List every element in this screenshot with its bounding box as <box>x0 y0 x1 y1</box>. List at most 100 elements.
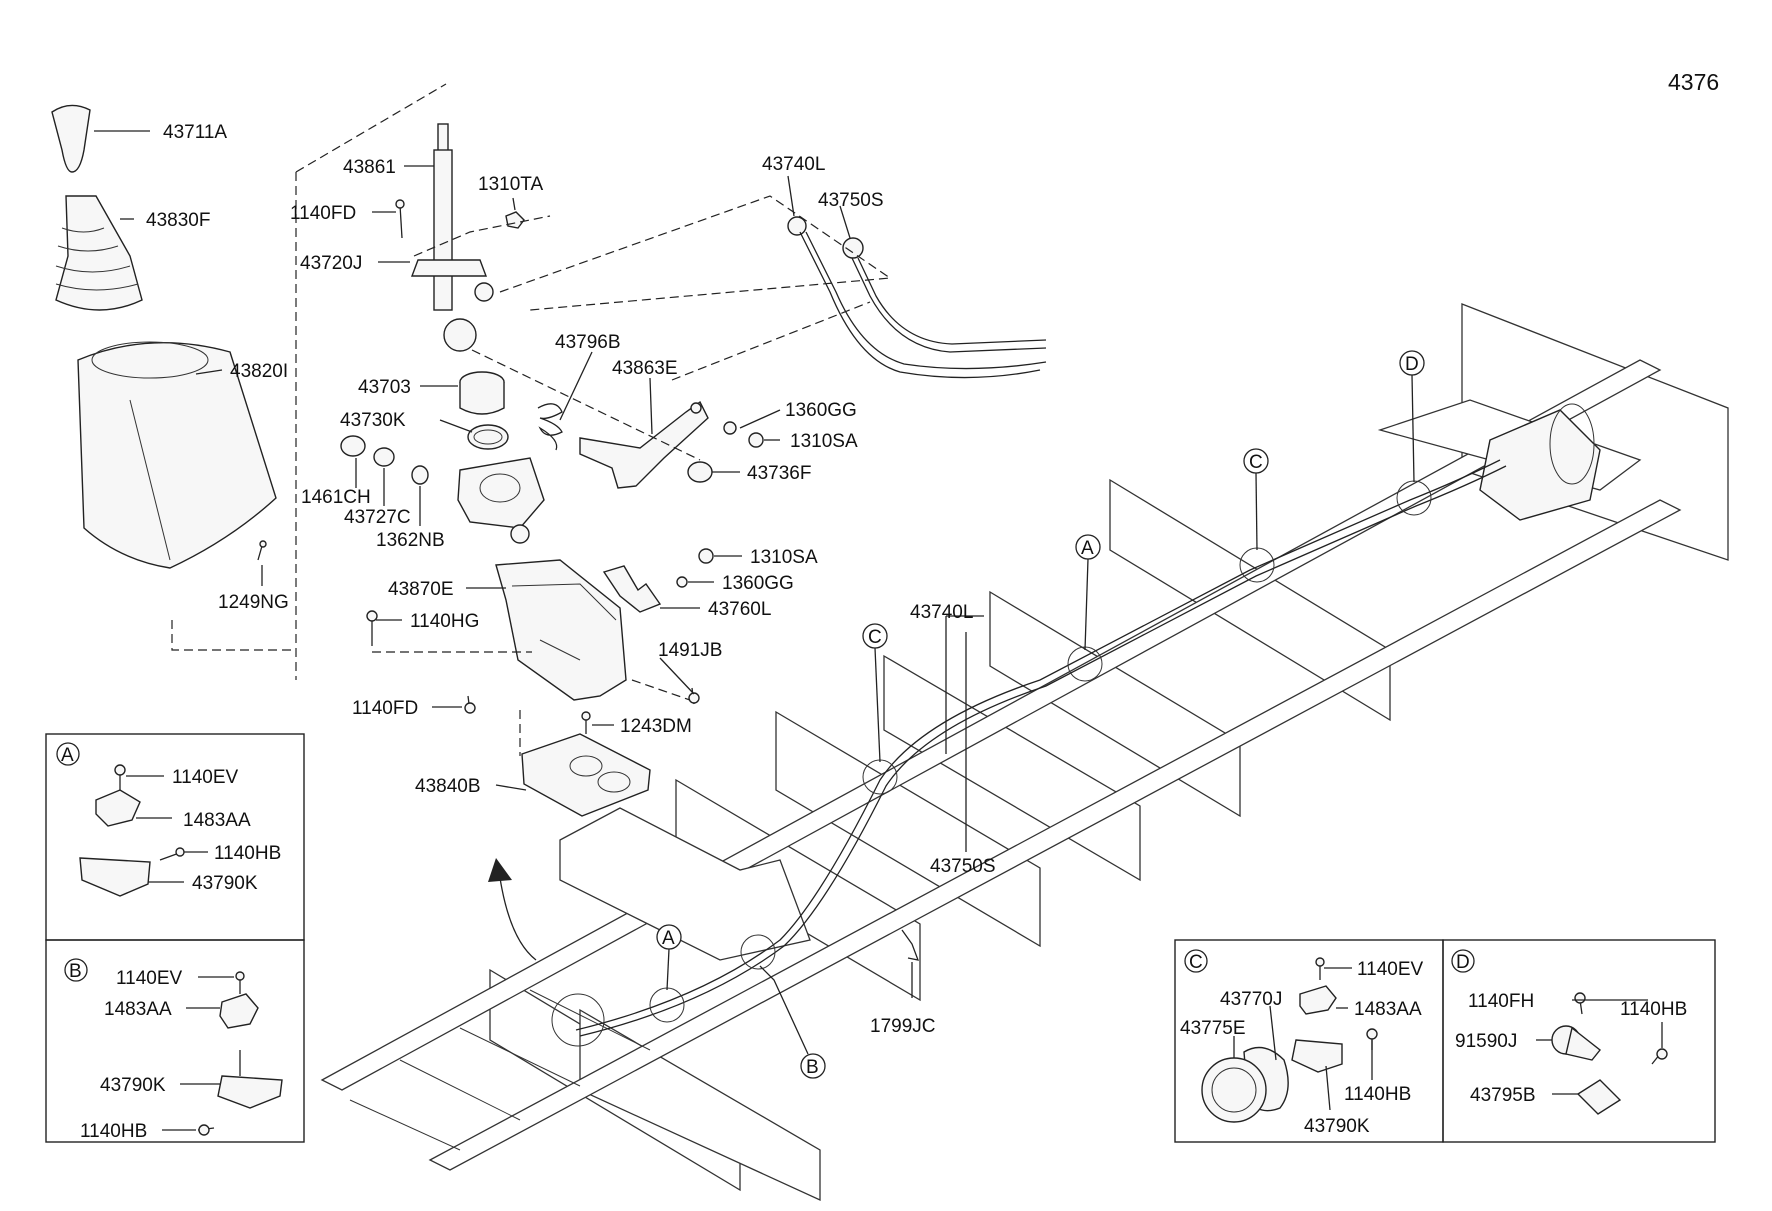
detail-box-b: B 1140EV 1483AA 43790K 1140HB <box>45 939 305 1143</box>
detail-c-label-4: 43775E <box>1180 1018 1246 1039</box>
bolt-1140fd-low <box>464 695 476 714</box>
detail-c-label-3: 1483AA <box>1354 999 1422 1020</box>
detail-c-letter: C <box>1189 952 1203 973</box>
detail-d-label-1: 1140FH <box>1468 991 1534 1012</box>
label-1461ch: 1461CH <box>301 487 371 508</box>
detail-box-a: A 1140EV 1483AA 1140HB 43790K <box>45 733 305 941</box>
label-43750s-chassis: 43750S <box>930 856 996 877</box>
label-43820i: 43820I <box>230 361 288 382</box>
label-43750s-top: 43750S <box>818 190 884 211</box>
label-1140fd-top: 1140FD <box>290 203 356 224</box>
plate-43840b <box>521 733 651 817</box>
nut-1310sa-mid <box>698 548 714 564</box>
shift-knob <box>51 104 91 173</box>
detail-d-letter: D <box>1456 952 1470 973</box>
direction-arrow <box>488 858 537 961</box>
frame-marker-a-mid-letter: A <box>1081 538 1094 559</box>
label-1140hg: 1140HG <box>410 611 479 632</box>
label-1362nb: 1362NB <box>376 530 445 551</box>
label-43740l-chassis: 43740L <box>910 602 973 623</box>
label-1360gg-mid: 1360GG <box>722 573 794 594</box>
label-1249ng: 1249NG <box>218 592 289 613</box>
detail-d-label-4: 43795B <box>1470 1085 1536 1106</box>
frame-marker-c-right: C <box>1243 448 1269 551</box>
frame-marker-b-letter: B <box>806 1057 819 1078</box>
label-1310sa-top: 1310SA <box>790 431 858 452</box>
label-43703: 43703 <box>358 377 411 398</box>
label-43760l: 43760L <box>708 599 771 620</box>
console-cover <box>77 341 277 569</box>
detail-a-label-1: 1140EV <box>172 767 239 788</box>
detail-d-label-3: 91590J <box>1455 1031 1517 1052</box>
bolt-1243dm <box>581 711 591 734</box>
washer-1362nb <box>411 465 429 485</box>
nut-1310ta <box>505 211 525 229</box>
frame-marker-c-left: C <box>862 623 888 763</box>
frame-marker-b: B <box>759 965 826 1079</box>
label-43870e: 43870E <box>388 579 454 600</box>
washer-1360gg-mid <box>676 576 688 588</box>
frame-marker-d: D <box>1399 350 1425 483</box>
label-43796b: 43796B <box>555 332 621 353</box>
detail-c-label-6: 43790K <box>1304 1116 1370 1137</box>
detail-a-label-2: 1483AA <box>183 810 251 831</box>
frame-marker-c-left-letter: C <box>868 627 882 648</box>
detail-b-label-3: 43790K <box>100 1075 166 1096</box>
label-43861: 43861 <box>343 157 396 178</box>
chassis-cables <box>575 459 1507 1037</box>
label-1491jb: 1491JB <box>658 640 722 661</box>
detail-b-letter: B <box>69 961 82 982</box>
label-1360gg-top: 1360GG <box>785 400 857 421</box>
bushing-43703 <box>459 371 505 415</box>
label-1799jc: 1799JC <box>870 1016 936 1037</box>
lever-housing <box>457 457 545 544</box>
label-1243dm: 1243DM <box>620 716 692 737</box>
bracket-43870e <box>495 559 627 701</box>
detail-a-letter: A <box>61 745 74 766</box>
label-43711a: 43711A <box>163 122 227 143</box>
diagram-number: 4376 <box>1668 69 1719 95</box>
label-43736f: 43736F <box>747 463 811 484</box>
detail-a-label-3: 1140HB <box>214 843 281 864</box>
frame-marker-d-letter: D <box>1405 354 1419 375</box>
detail-b-label-1: 1140EV <box>116 968 183 989</box>
washer-1461ch <box>340 435 366 457</box>
screw-1249ng <box>257 540 267 561</box>
detail-b-label-2: 1483AA <box>104 999 172 1020</box>
frame-marker-a-low: A <box>656 924 682 991</box>
detail-box-d: D 1140FH 1140HB 91590J 43795B <box>1442 939 1716 1143</box>
bracket-43760l <box>602 565 662 613</box>
label-1310sa-mid: 1310SA <box>750 547 818 568</box>
nut-1310sa-top <box>748 432 764 448</box>
frame-marker-a-mid: A <box>1075 534 1101 651</box>
bolt-1140hg <box>366 610 378 646</box>
detail-c-label-5: 1140HB <box>1344 1084 1411 1105</box>
transmission <box>1479 403 1601 521</box>
detail-box-c: C 1140EV 43770J 1483AA 43775E 1140HB 437… <box>1174 939 1444 1143</box>
label-43730k: 43730K <box>340 410 406 431</box>
frame-marker-c-right-letter: C <box>1249 452 1263 473</box>
label-43720j: 43720J <box>300 253 362 274</box>
shift-boot <box>55 195 143 311</box>
detail-a-label-4: 43790K <box>192 873 258 894</box>
bolt-1140fd-top <box>395 199 405 239</box>
clip-1799jc <box>901 929 920 961</box>
assembly-guide-lines <box>171 83 892 756</box>
shift-cables-top <box>787 216 1047 379</box>
label-43863e: 43863E <box>612 358 678 379</box>
detail-c-label-1: 1140EV <box>1357 959 1424 980</box>
washer-1360gg-top <box>723 421 737 435</box>
detail-c-label-2: 43770J <box>1220 989 1282 1010</box>
bolt-1491jb <box>688 687 700 705</box>
o-ring-43730k <box>467 424 509 450</box>
shift-lever <box>410 123 494 352</box>
label-43727c: 43727C <box>344 507 411 528</box>
label-1140fd-low: 1140FD <box>352 698 418 719</box>
label-43740l-top: 43740L <box>762 154 825 175</box>
bushing-43736f <box>687 461 713 483</box>
label-43830f: 43830F <box>146 210 210 231</box>
washer-43727c <box>373 447 395 467</box>
detail-b-label-4: 1140HB <box>80 1121 147 1142</box>
spring-43796b <box>537 403 563 451</box>
